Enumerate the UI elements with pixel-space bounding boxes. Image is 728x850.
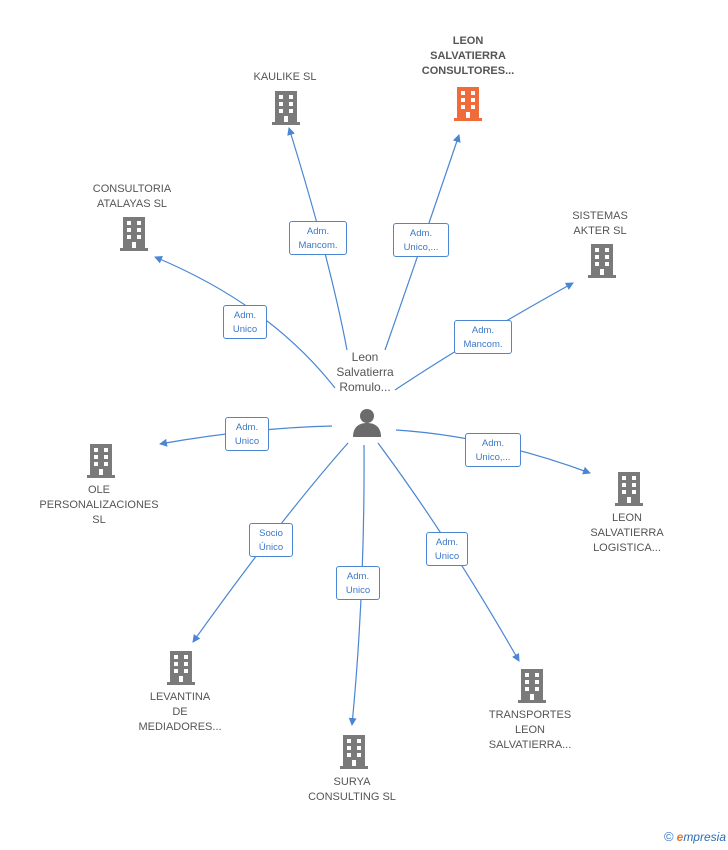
building-icon[interactable]: [515, 667, 549, 705]
company-label: LEVANTINA DE MEDIADORES...: [138, 691, 222, 733]
company-sistemas-akter[interactable]: SISTEMAS AKTER SL: [550, 209, 650, 239]
brand-first-letter: e: [676, 830, 684, 844]
company-consultoria-atalayas[interactable]: CONSULTORIA ATALAYAS SL: [72, 182, 192, 212]
relation-label-transportes[interactable]: Adm. Unico: [426, 532, 468, 566]
relation-label-ole-personalizaciones[interactable]: Adm. Unico: [225, 417, 269, 451]
company-surya[interactable]: SURYA CONSULTING SL: [292, 775, 412, 805]
company-label: LEON SALVATIERRA LOGISTICA...: [590, 512, 664, 554]
company-leon-consultores[interactable]: LEON SALVATIERRA CONSULTORES...: [398, 34, 538, 79]
building-icon[interactable]: [269, 89, 303, 127]
empresia-logo: ©empresia: [664, 829, 726, 844]
company-ole-personalizaciones[interactable]: OLE PERSONALIZACIONES SL: [29, 483, 169, 528]
company-label: SURYA CONSULTING SL: [308, 776, 396, 803]
company-label: OLE PERSONALIZACIONES SL: [39, 484, 159, 526]
building-icon[interactable]: [117, 215, 151, 253]
building-icon[interactable]: [164, 649, 198, 687]
company-label: KAULIKE SL: [253, 71, 317, 83]
company-transportes[interactable]: TRANSPORTES LEON SALVATIERRA...: [470, 708, 590, 753]
company-label: LEON SALVATIERRA CONSULTORES...: [421, 35, 515, 77]
company-levantina[interactable]: LEVANTINA DE MEDIADORES...: [120, 690, 240, 735]
relation-label-consultoria-atalayas[interactable]: Adm. Unico: [223, 305, 267, 339]
building-icon[interactable]: [84, 442, 118, 480]
person-icon[interactable]: [351, 406, 383, 438]
copyright-symbol: ©: [664, 829, 674, 844]
relation-label-leon-consultores[interactable]: Adm. Unico,...: [393, 223, 449, 257]
building-icon[interactable]: [451, 85, 485, 123]
relation-label-levantina[interactable]: Socio Único: [249, 523, 293, 557]
building-icon[interactable]: [612, 470, 646, 508]
company-label: SISTEMAS AKTER SL: [572, 210, 628, 237]
center-person-label[interactable]: Leon Salvatierra Romulo...: [336, 350, 394, 394]
building-icon[interactable]: [337, 733, 371, 771]
relation-label-kaulike[interactable]: Adm. Mancom.: [289, 221, 347, 255]
brand-name: mpresia: [683, 830, 726, 844]
company-label: CONSULTORIA ATALAYAS SL: [92, 183, 172, 210]
company-kaulike[interactable]: KAULIKE SL: [220, 70, 350, 85]
building-icon[interactable]: [585, 242, 619, 280]
relation-label-surya[interactable]: Adm. Unico: [336, 566, 380, 600]
company-label: TRANSPORTES LEON SALVATIERRA...: [488, 709, 572, 751]
relation-label-sistemas-akter[interactable]: Adm. Mancom.: [454, 320, 512, 354]
company-leon-logistica[interactable]: LEON SALVATIERRA LOGISTICA...: [577, 511, 677, 556]
relation-label-leon-logistica[interactable]: Adm. Unico,...: [465, 433, 521, 467]
